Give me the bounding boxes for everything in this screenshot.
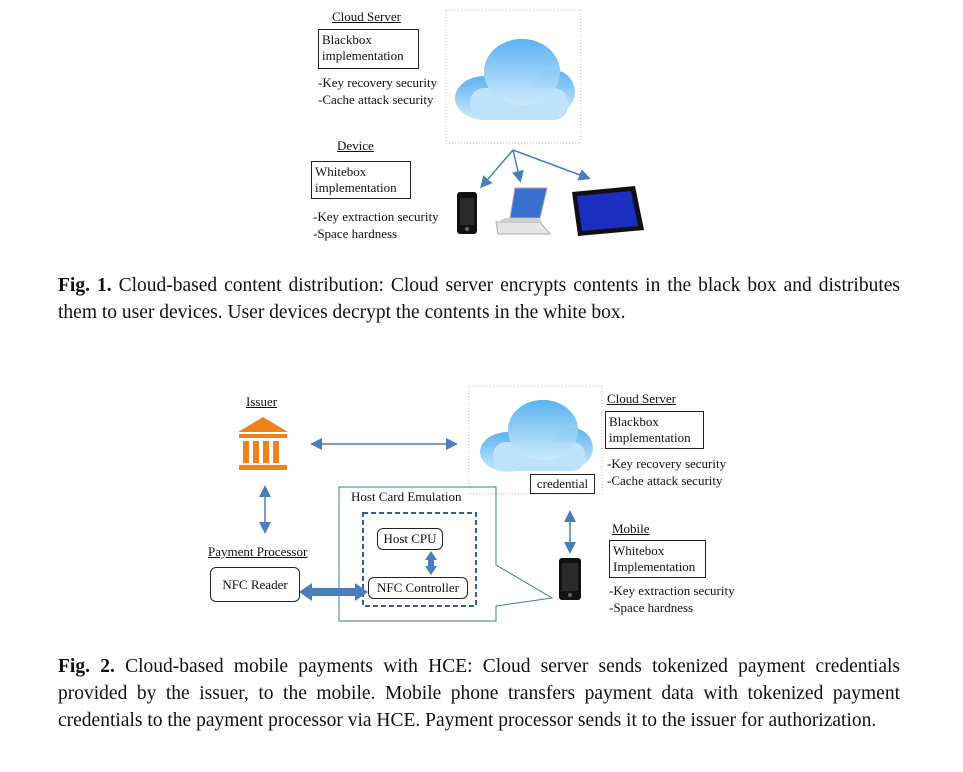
phone-icon [457,192,477,234]
laptop-icon [495,187,552,235]
tablet-icon [572,186,644,236]
figure-2-caption: Fig. 2. Cloud-based mobile payments with… [58,653,900,734]
caption-text: Cloud-based content distribution: Cloud … [58,275,900,323]
caption-text: Cloud-based mobile payments with HCE: Cl… [58,656,900,731]
whitebox-line2: Implementation [613,559,696,574]
distribution-arrows [480,149,591,189]
whitebox-line2: implementation [315,180,397,195]
cloud-server-title: Cloud Server [332,9,401,24]
issuer-title: Issuer [246,394,278,409]
device-title: Device [337,138,374,153]
figure-1-caption: Fig. 1. Cloud-based content distribution… [58,272,900,326]
mobile-security-2: -Space hardness [609,600,694,615]
whitebox-line1: Whitebox [613,543,665,558]
caption-label: Fig. 1. [58,275,112,296]
whitebox-box: Whitebox Implementation [609,540,706,578]
caption-label: Fig. 2. [58,656,115,677]
cloud-icon [455,39,575,120]
blackbox-line1: Blackbox [609,414,659,429]
host-cpu-box: Host CPU [377,528,443,550]
server-security-1: -Key recovery security [318,75,438,90]
blackbox-line2: implementation [609,430,691,445]
blackbox-line2: implementation [322,48,404,63]
blackbox-line1: Blackbox [322,32,372,47]
server-security-2: -Cache attack security [607,473,723,488]
mobile-title: Mobile [612,521,650,536]
server-security-2: -Cache attack security [318,92,434,107]
nfc-controller-box: NFC Controller [368,577,468,599]
cloud-server-title: Cloud Server [607,391,676,406]
blackbox-box: Blackbox implementation [318,29,419,69]
credential-box: credential [530,474,595,494]
server-frame-1 [445,9,582,144]
device-security-2: -Space hardness [313,226,398,241]
server-security-1: -Key recovery security [607,456,727,471]
nfc-reader-box: NFC Reader [210,567,300,602]
whitebox-line1: Whitebox [315,164,367,179]
mobile-security-1: -Key extraction security [609,583,735,598]
whitebox-box: Whitebox implementation [311,161,411,199]
hce-title: Host Card Emulation [351,489,462,504]
blackbox-box: Blackbox implementation [605,411,704,449]
payment-processor-title: Payment Processor [208,544,308,559]
device-security-1: -Key extraction security [313,209,439,224]
